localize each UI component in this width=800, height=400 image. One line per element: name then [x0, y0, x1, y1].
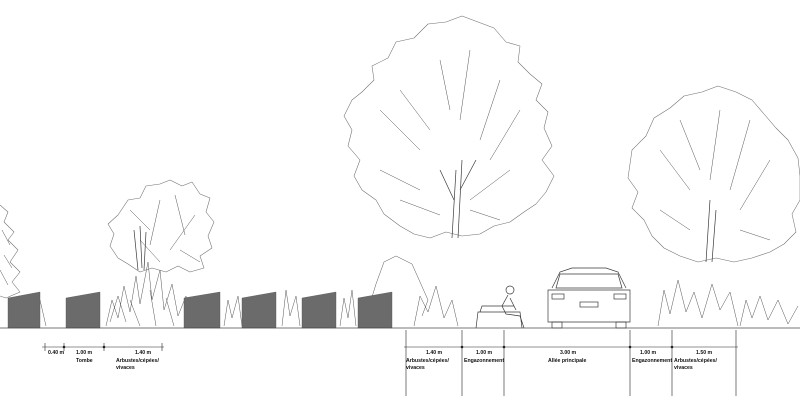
dim-left-2-label: Tombe: [76, 358, 93, 364]
tomb-5: [301, 291, 337, 329]
dim-right-5-label-line2: vivaces: [674, 365, 693, 371]
car-rear-view: [547, 267, 631, 329]
dim-right-5-value: 1.50 m: [696, 350, 713, 356]
dim-left-3-value: 1.40 m: [135, 350, 152, 356]
dim-right-1-label-line2: vivaces: [406, 365, 425, 371]
dim-left-3-label-line1: Arbustes/cépées/: [116, 358, 160, 364]
dim-left-2-value: 1.00 m: [76, 350, 93, 356]
dim-right-1-label-line1: Arbustes/cépées/: [406, 358, 450, 364]
tree-left-edge: [0, 204, 21, 299]
dim-right-2-label: Engazonnement: [464, 358, 504, 364]
shrub-cluster-left: [105, 225, 191, 327]
dim-right-3-value: 3.00 m: [560, 350, 577, 356]
tree-small-left: [107, 179, 215, 273]
bench-with-person: [475, 285, 525, 329]
dim-right-4-label: Engazonnement: [632, 358, 672, 364]
dim-right-5-label-line1: Arbustes/cépées/: [674, 358, 718, 364]
dim-right-4-value: 1.00 m: [640, 350, 657, 356]
tree-right: [627, 85, 800, 263]
dim-right-3-label: Allée principale: [548, 358, 586, 364]
tomb-3: [183, 291, 221, 329]
dim-left-3-label-line2: vivaces: [116, 365, 135, 371]
tomb-2: [65, 291, 101, 329]
tomb-6: [357, 291, 393, 329]
tree-large-center: [343, 15, 555, 239]
right-dimension-line: 1.40 m Arbustes/cépées/ vivaces 1.00 m E…: [404, 330, 738, 396]
dim-left-1-value: 0.40 m: [48, 350, 65, 356]
tomb-row: [7, 291, 393, 329]
tomb-1: [7, 291, 41, 329]
tomb-4: [241, 291, 277, 329]
dim-right-1-value: 1.40 m: [426, 350, 443, 356]
left-dimension-line: 0.40 m 1.00 m Tombe 1.40 m Arbustes/cépé…: [42, 343, 164, 371]
dim-right-2-value: 1.00 m: [476, 350, 493, 356]
